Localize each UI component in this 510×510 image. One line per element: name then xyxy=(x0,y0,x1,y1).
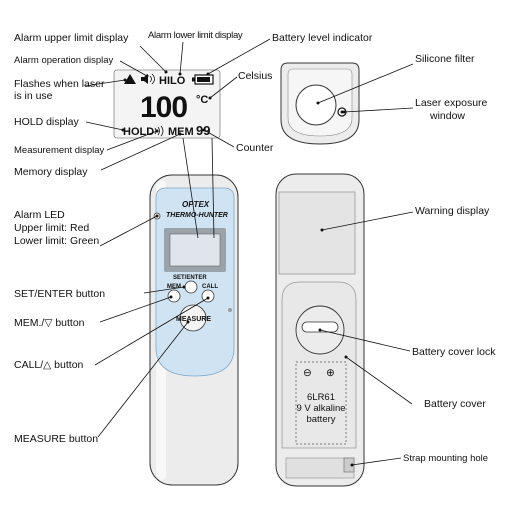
leader-lines xyxy=(84,38,414,466)
callout-labels: Alarm upper limit display Alarm lower li… xyxy=(14,30,496,464)
set-enter-button[interactable] xyxy=(184,280,198,294)
leader-laser-window xyxy=(343,107,414,113)
front-side-dot xyxy=(228,308,232,312)
battery-icon-fill xyxy=(197,77,210,82)
label-measure: MEASURE button xyxy=(14,433,98,445)
leader-celsius xyxy=(209,76,238,99)
leader-lcd-to-device xyxy=(182,137,199,239)
label-memory: Memory display xyxy=(14,166,88,178)
measure-key-label: MEASURE xyxy=(176,316,211,323)
label-set-enter: SET/ENTER button xyxy=(14,288,105,300)
mem-key-label: MEM xyxy=(167,284,181,290)
leader-alarm-lower xyxy=(179,41,184,75)
leader-alarm-operation xyxy=(119,60,148,77)
leader-alarm-led xyxy=(99,215,158,247)
label-flashes-2: is in use xyxy=(14,90,53,102)
lcd-hold: HOLD xyxy=(123,126,154,138)
set-enter-key-label: SET/ENTER xyxy=(173,275,207,281)
lcd-value: 100 xyxy=(140,91,187,124)
label-alarm-led-2: Upper limit: Red xyxy=(14,222,89,234)
label-battery-level: Battery level indicator xyxy=(272,32,373,44)
label-alarm-led-1: Alarm LED xyxy=(14,209,65,221)
battery-voltage-label: 9 V alkaline xyxy=(296,403,345,414)
front-device: OPTEX THERMO-HUNTER SET/ENTER MEM CALL M… xyxy=(149,174,239,486)
battery-icon-tip xyxy=(192,77,195,82)
label-alarm-led-3: Lower limit: Green xyxy=(14,235,99,247)
battery-word-label: battery xyxy=(306,414,335,425)
leader-flashes xyxy=(84,79,126,87)
label-alarm-upper: Alarm upper limit display xyxy=(14,32,129,44)
label-laser-exposure-2: window xyxy=(429,110,465,122)
leader-measurement xyxy=(106,130,158,151)
label-call: CALL/△ button xyxy=(14,359,84,371)
alarm-wave-icon xyxy=(149,73,155,85)
label-measurement: Measurement display xyxy=(14,145,105,156)
label-battery-cover: Battery cover xyxy=(424,398,486,410)
leader-call xyxy=(94,297,209,366)
battery-lock-slot xyxy=(301,321,339,333)
leader-memory xyxy=(100,133,181,171)
leader-battery xyxy=(207,38,271,75)
lcd-mem: MEM xyxy=(168,126,194,138)
label-flashes-1: Flashes when laser xyxy=(14,78,105,90)
leader-warning xyxy=(321,211,414,231)
back-device: ⊖ ⊕ 6LR61 9 V alkaline battery xyxy=(275,173,365,487)
model-name: THERMO-HUNTER xyxy=(166,212,228,219)
leader-counter xyxy=(203,129,235,148)
laser-warning-icon xyxy=(124,74,136,84)
label-alarm-operation: Alarm operation display xyxy=(14,55,114,66)
brand-logo: OPTEX xyxy=(182,200,210,209)
leader-silicone xyxy=(317,63,414,104)
label-celsius: Celsius xyxy=(238,70,272,82)
sensor-head xyxy=(280,62,360,145)
label-battery-cover-lock: Battery cover lock xyxy=(412,346,496,358)
label-strap-hole: Strap mounting hole xyxy=(403,453,488,464)
battery-minus-icon: ⊖ xyxy=(303,367,312,379)
silicone-filter xyxy=(295,84,337,126)
label-mem: MEM./▽ button xyxy=(14,317,85,329)
battery-type-label: 6LR61 xyxy=(307,392,335,403)
label-silicone-filter: Silicone filter xyxy=(415,53,475,65)
leader-hold xyxy=(85,121,124,131)
mem-button[interactable] xyxy=(167,289,181,303)
front-lcd-screen xyxy=(169,233,221,267)
leader-set-enter xyxy=(143,286,185,294)
leader-lcd-to-device-2 xyxy=(211,137,215,239)
lcd-detail-frame xyxy=(113,69,221,139)
leader-measure xyxy=(97,321,189,438)
call-button[interactable] xyxy=(201,289,215,303)
label-alarm-lower: Alarm lower limit display xyxy=(148,30,243,41)
label-counter: Counter xyxy=(236,142,274,154)
lcd-hilo: HILO xyxy=(159,75,186,87)
label-warning-display: Warning display xyxy=(415,205,490,217)
battery-outline xyxy=(295,361,347,445)
lcd-unit: °C xyxy=(196,94,208,106)
leader-cover xyxy=(345,356,413,405)
leader-lock xyxy=(319,329,411,352)
warning-label-area xyxy=(278,191,356,275)
call-key-label: CALL xyxy=(202,284,218,290)
leader-mem xyxy=(99,296,172,323)
leader-strap xyxy=(351,457,402,466)
leader-alarm-upper xyxy=(139,45,167,73)
label-laser-exposure-1: Laser exposure xyxy=(415,97,488,109)
label-hold: HOLD display xyxy=(14,116,80,128)
battery-plus-icon: ⊕ xyxy=(326,367,335,379)
lcd-detail: HILO 100 °C HOLD MEM 99 xyxy=(113,69,221,139)
leader-dots xyxy=(121,70,354,467)
